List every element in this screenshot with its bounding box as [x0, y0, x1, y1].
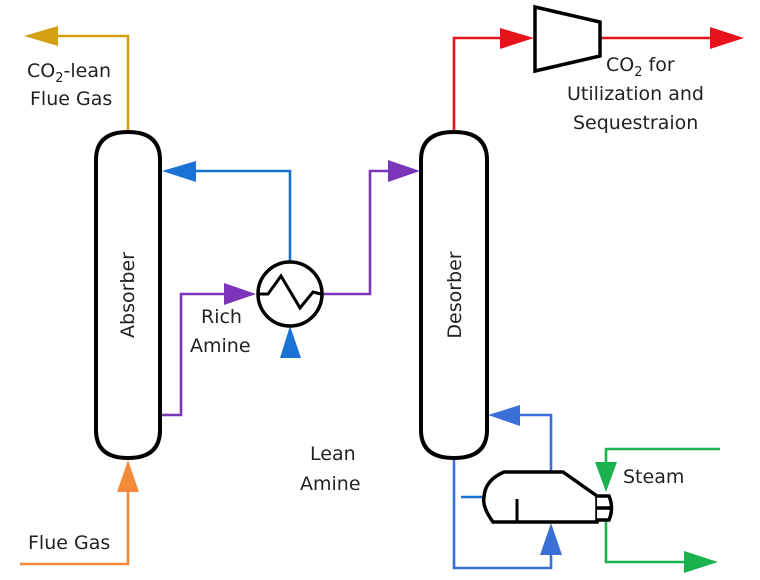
lean-amine-stream	[162, 161, 484, 499]
heat-exchanger-coil-icon	[259, 273, 322, 311]
rich-amine-label-line1: Rich	[201, 306, 242, 328]
lean-amine-arrow-absorber	[162, 161, 196, 182]
flue-gas-stream	[20, 460, 139, 566]
co2-lean-flue-gas-stream	[24, 26, 130, 132]
co2-lean-label-line2: Flue Gas	[30, 88, 112, 110]
co2-product-stream	[452, 27, 744, 132]
flue-gas-line	[20, 480, 130, 566]
labels: CO2-lean Flue Gas CO2 for Utilization an…	[27, 54, 704, 554]
vapor-return-arrow	[488, 405, 520, 426]
vapor-return-line	[505, 413, 553, 472]
reboiler-inlet-arrow	[540, 523, 562, 555]
co2-arrow-compressor	[500, 28, 534, 49]
co2-product-label-line3: Sequestraion	[573, 112, 698, 134]
co2-product-label-line2: Utilization and	[567, 83, 704, 105]
absorber-label: Absorber	[117, 252, 139, 338]
steam-stream	[595, 447, 720, 573]
reboiler-tube-bundle	[597, 494, 614, 522]
lean-amine-arrow-hx	[280, 326, 301, 358]
desorber-vessel[interactable]	[419, 129, 489, 461]
rich-amine-line-in	[160, 292, 240, 417]
co2-lean-line	[45, 34, 130, 132]
condensate-arrow-out	[684, 551, 718, 573]
reboiler[interactable]	[481, 470, 614, 524]
reboiler-shell[interactable]	[481, 470, 599, 524]
rich-amine-stream	[160, 160, 420, 417]
rich-amine-line-out	[322, 169, 403, 296]
heat-exchanger[interactable]	[256, 260, 324, 328]
steam-arrow-in	[595, 462, 617, 492]
co2-lean-arrow	[24, 26, 58, 46]
absorber-column[interactable]: Absorber	[94, 129, 162, 461]
desorber-column[interactable]: Desorber	[419, 129, 489, 461]
rich-amine-arrow-hx	[224, 283, 256, 305]
flue-gas-label: Flue Gas	[28, 532, 110, 554]
co2-arrow-out	[710, 27, 744, 49]
lean-amine-label-line2: Amine	[300, 473, 361, 495]
co2-line-to-compressor	[452, 36, 520, 132]
absorber-vessel[interactable]	[94, 129, 162, 461]
rich-amine-label-line2: Amine	[190, 335, 251, 357]
lean-amine-label-line1: Lean	[310, 443, 356, 465]
reboiler-loop	[452, 405, 562, 570]
lean-amine-line-to-absorber	[180, 169, 292, 262]
co2-product-label-line1: CO2 for	[606, 54, 675, 80]
steam-label: Steam	[623, 466, 684, 488]
desorber-label: Desorber	[444, 251, 466, 338]
condensate-line-out	[604, 520, 690, 564]
co2-lean-label-line1: CO2-lean	[27, 60, 111, 86]
desorber-bottoms-line	[452, 458, 553, 570]
rich-amine-arrow-desorber	[388, 160, 420, 182]
flue-gas-arrow	[117, 460, 139, 492]
compressor[interactable]	[533, 4, 602, 74]
